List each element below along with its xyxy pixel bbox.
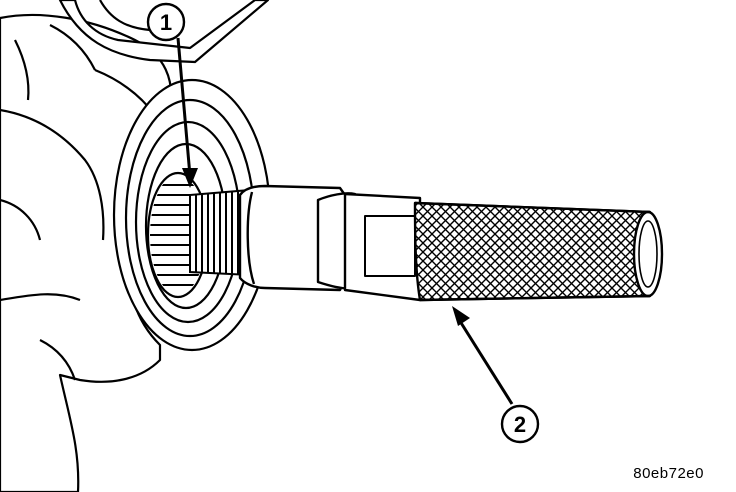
housing-bracket [58, 0, 270, 64]
callout-1-label: 1 [160, 10, 172, 35]
threaded-shaft [189, 188, 251, 277]
installer-tool [238, 184, 664, 302]
callout-2-label: 2 [514, 412, 526, 437]
callout-1: 1 [146, 2, 198, 188]
callout-2: 2 [452, 306, 540, 444]
figure-id: 80eb72e0 [633, 465, 704, 482]
